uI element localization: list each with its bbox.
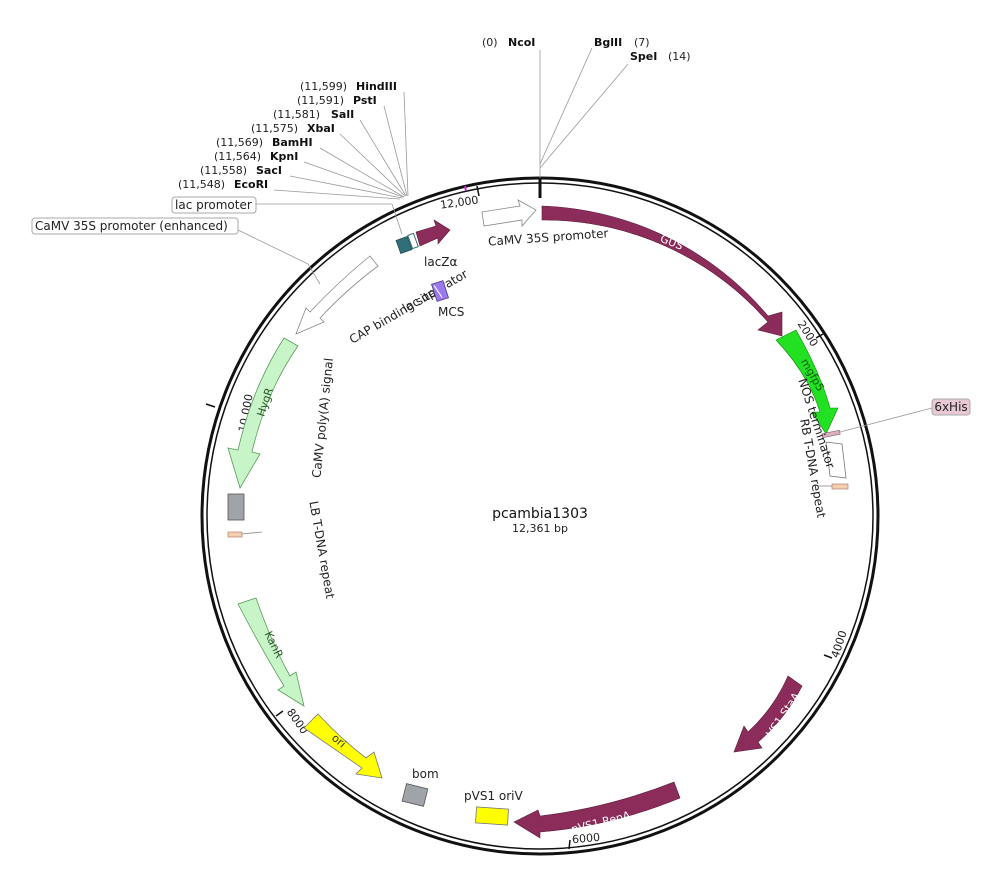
xbai-leader bbox=[339, 133, 406, 197]
tick-label-6000: 6000 bbox=[572, 831, 601, 846]
mcs-stripe bbox=[433, 285, 443, 298]
camv-polya-feature[interactable] bbox=[227, 493, 245, 521]
tick-mark-10000 bbox=[205, 403, 216, 408]
sixhis-label: 6xHis bbox=[934, 400, 967, 414]
lac-promoter-leader-2 bbox=[391, 203, 403, 235]
tick-mark-4000 bbox=[823, 654, 833, 659]
gus-feature[interactable] bbox=[541, 205, 783, 337]
ori-feature[interactable] bbox=[303, 713, 383, 779]
site-name-kpni: KpnI bbox=[270, 150, 298, 163]
mcs-feature[interactable] bbox=[431, 280, 449, 302]
nos-terminator-feature[interactable] bbox=[825, 441, 847, 479]
site-pos-kpni: (11,564) bbox=[214, 150, 261, 163]
tick-label-8000: 8000 bbox=[284, 706, 311, 736]
pvs1-oriv-feature[interactable] bbox=[475, 806, 509, 826]
site-name-ecori: EcoRI bbox=[234, 178, 268, 191]
site-marker bbox=[464, 185, 467, 192]
lb-leader bbox=[241, 531, 263, 535]
site-pos-bamhi: (11,569) bbox=[216, 136, 263, 149]
camv35s-label: CaMV 35S promoter bbox=[488, 226, 609, 248]
pvs1-staa-feature[interactable] bbox=[733, 675, 803, 753]
gus-label: GUS bbox=[658, 232, 685, 253]
spei-leader bbox=[539, 63, 629, 169]
camv35s-enhanced-leader bbox=[237, 229, 309, 265]
bom-label: bom bbox=[412, 767, 439, 781]
site-leaders-right bbox=[539, 47, 629, 178]
laczalpha-feature[interactable] bbox=[415, 219, 451, 247]
site-name-saci: SacI bbox=[256, 164, 282, 177]
tick-label-4000: 4000 bbox=[829, 629, 850, 660]
lac-promoter-label: lac promoter bbox=[175, 198, 252, 212]
site-name-sali: SalI bbox=[331, 108, 354, 121]
mgfp5-feature[interactable] bbox=[775, 329, 839, 435]
ecori-leader bbox=[273, 189, 401, 200]
cap-binding-site-feature[interactable] bbox=[395, 235, 413, 255]
site-pos-saci: (11,558) bbox=[200, 164, 247, 177]
saci-leader bbox=[289, 175, 403, 199]
camv-polya-label: CaMV poly(A) signal bbox=[309, 357, 336, 478]
camv35s-enhanced-feature[interactable] bbox=[295, 255, 379, 335]
site-pos-psti: (11,591) bbox=[297, 94, 344, 107]
tick-mark-8000 bbox=[275, 710, 284, 717]
site-leaders-left bbox=[273, 91, 409, 200]
plasmid-size: 12,361 bp bbox=[512, 522, 568, 535]
camv35s-enhanced-label: CaMV 35S promoter (enhanced) bbox=[35, 219, 228, 233]
bom-feature[interactable] bbox=[401, 783, 429, 807]
camv35s-enhanced-label-box bbox=[31, 217, 239, 235]
kpni-leader bbox=[303, 161, 404, 198]
site-name-ncoi: NcoI bbox=[508, 36, 535, 49]
camv35s-feature[interactable] bbox=[481, 199, 537, 228]
bglii-leader bbox=[539, 47, 593, 165]
lb-feature[interactable] bbox=[227, 531, 243, 538]
site-name-bamhi: BamHI bbox=[272, 136, 313, 149]
site-pos-spei: (14) bbox=[668, 50, 691, 63]
site-name-hindiii: HindIII bbox=[356, 80, 397, 93]
site-pos-bglii: (7) bbox=[634, 36, 650, 49]
site-name-spei: SpeI bbox=[630, 50, 657, 63]
mcs-label: MCS bbox=[438, 305, 464, 319]
sixhis-leader bbox=[839, 407, 933, 433]
laczalpha-label: lacZα bbox=[424, 255, 458, 269]
site-pos-ecori: (11,548) bbox=[178, 178, 225, 191]
psti-leader bbox=[383, 105, 408, 197]
sixhis-label-box bbox=[931, 398, 971, 416]
rb-feature[interactable] bbox=[831, 483, 849, 490]
site-pos-sali: (11,581) bbox=[273, 108, 320, 121]
lb-label: LB T-DNA repeat bbox=[306, 500, 337, 600]
site-name-xbai: XbaI bbox=[307, 122, 335, 135]
sixhis-feature[interactable] bbox=[821, 429, 841, 439]
lac-operator-feature[interactable] bbox=[407, 232, 419, 250]
site-name-psti: PstI bbox=[353, 94, 377, 107]
tick-mark-2000 bbox=[815, 333, 824, 339]
bamhi-leader bbox=[319, 147, 405, 198]
hindiii-leader bbox=[403, 91, 409, 197]
camv35s-enhanced-leader-2 bbox=[307, 263, 321, 285]
site-pos-xbai: (11,575) bbox=[251, 122, 298, 135]
lac-promoter-label-box bbox=[171, 196, 257, 214]
hygr-feature[interactable] bbox=[227, 337, 299, 489]
tick-mark-12000 bbox=[476, 185, 480, 197]
sali-leader bbox=[359, 119, 407, 197]
tick-mark-6000 bbox=[568, 839, 571, 850]
site-pos-ncoi: (0) bbox=[482, 36, 498, 49]
pvs1-oriv-label: pVS1 oriV bbox=[464, 789, 524, 803]
tick-label-12000: 12,000 bbox=[439, 193, 479, 211]
site-pos-hindiii: (11,599) bbox=[300, 80, 347, 93]
kanr-feature[interactable] bbox=[237, 597, 305, 707]
pvs1-repa-feature[interactable] bbox=[513, 781, 681, 839]
plasmid-name: pcambia1303 bbox=[492, 506, 588, 522]
site-name-bglii: BglII bbox=[594, 36, 622, 49]
